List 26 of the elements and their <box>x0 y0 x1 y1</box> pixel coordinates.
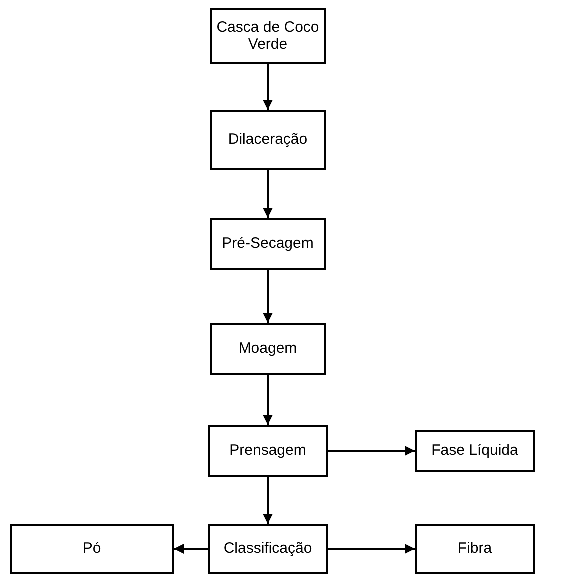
arrow <box>263 64 273 110</box>
process-box <box>210 110 326 170</box>
process-box <box>208 524 328 574</box>
process-box <box>415 430 535 472</box>
arrow <box>263 270 273 323</box>
arrow <box>328 544 415 554</box>
step-label: Pré-Secagem <box>222 235 314 253</box>
process-box <box>10 524 174 574</box>
arrow <box>263 477 273 524</box>
process-box <box>415 524 535 574</box>
arrow <box>328 446 415 456</box>
step-label: Fibra <box>458 540 492 558</box>
process-box <box>208 425 328 477</box>
arrow <box>263 170 273 218</box>
step-label: Fase Líquida <box>432 442 518 460</box>
step-label: Dilaceração <box>228 131 308 149</box>
step-label: Prensagem <box>230 442 306 460</box>
process-box <box>210 218 326 270</box>
arrow <box>263 375 273 425</box>
process-box <box>210 323 326 375</box>
step-label: Classificação <box>224 540 312 558</box>
arrow <box>174 544 208 554</box>
step-label: Casca de Coco Verde <box>216 18 320 54</box>
process-box <box>210 8 326 64</box>
step-label: Pó <box>82 540 102 558</box>
step-label: Moagem <box>238 340 298 358</box>
